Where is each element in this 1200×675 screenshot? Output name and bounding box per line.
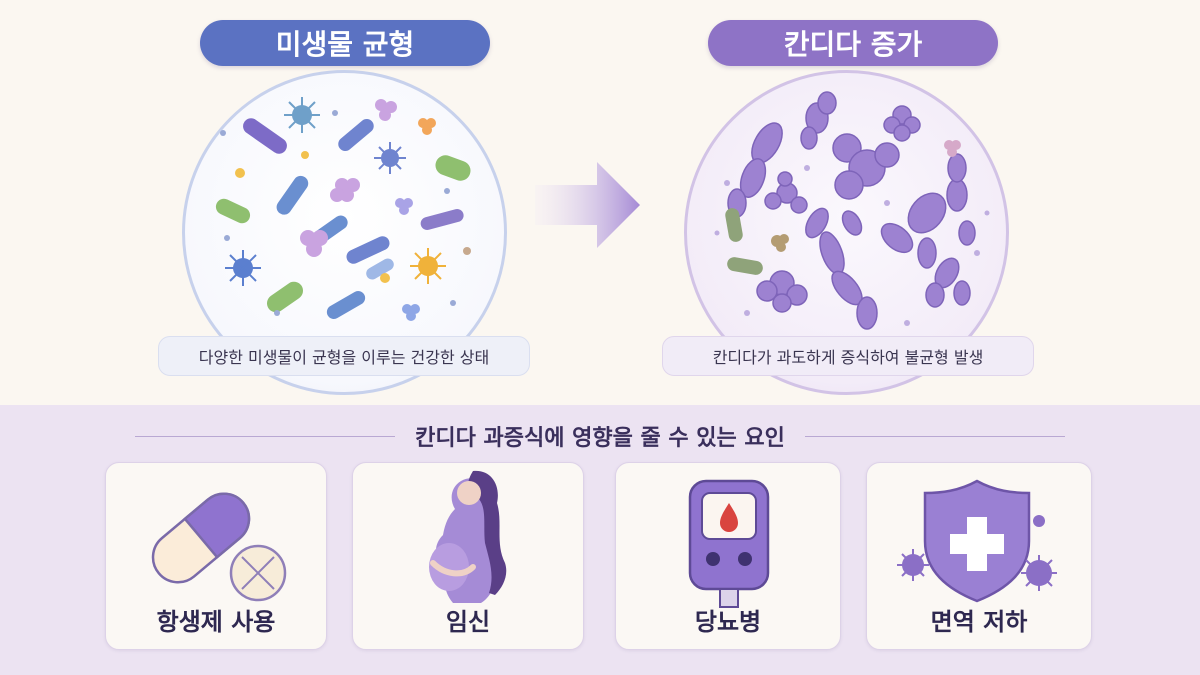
factor-card-pregnancy: 임신 (352, 462, 584, 650)
immune-shield-icon (897, 479, 1057, 603)
divider-right (804, 435, 1065, 437)
factors-header: 칸디다 과증식에 영향을 줄 수 있는 요인 (0, 418, 1200, 454)
yeast-cells (727, 91, 976, 330)
other-microbes (725, 140, 961, 275)
small-dots (220, 110, 471, 316)
factor-label: 임신 (445, 608, 491, 636)
microbe-illustration (215, 97, 471, 321)
virus-spikes (225, 97, 446, 286)
factor-label: 면역 저하 (930, 608, 1028, 636)
factor-card-diabetes: 당뇨병 (615, 462, 841, 650)
candida-illustration (714, 91, 990, 346)
glucose-meter-icon (688, 479, 770, 608)
factor-label: 당뇨병 (694, 608, 762, 636)
balance-title: 미생물 균형 (200, 20, 490, 66)
cocci-clusters (300, 99, 436, 321)
pregnant-woman-icon (429, 470, 507, 603)
candida-title: 칸디다 증가 (708, 20, 998, 66)
balance-caption: 다양한 미생물이 균형을 이루는 건강한 상태 (158, 336, 530, 376)
pill-capsule-icon (151, 492, 287, 602)
factor-card-antibiotics: 항생제 사용 (105, 462, 327, 650)
divider-left (135, 435, 396, 437)
bacteria-rods (215, 118, 471, 319)
factors-title: 칸디다 과증식에 영향을 줄 수 있는 요인 (415, 426, 785, 451)
factor-label: 항생제 사용 (156, 608, 276, 636)
transition-arrow-icon (535, 162, 640, 248)
candida-caption: 칸디다가 과도하게 증식하여 불균형 발생 (662, 336, 1034, 376)
factor-card-low-immunity: 면역 저하 (866, 462, 1092, 650)
